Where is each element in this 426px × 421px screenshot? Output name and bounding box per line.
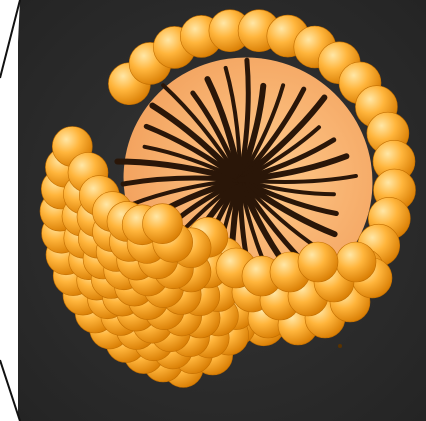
speck [338, 344, 342, 348]
head-sphere [143, 204, 183, 244]
head-sphere [298, 242, 338, 282]
head-sphere [336, 242, 376, 282]
